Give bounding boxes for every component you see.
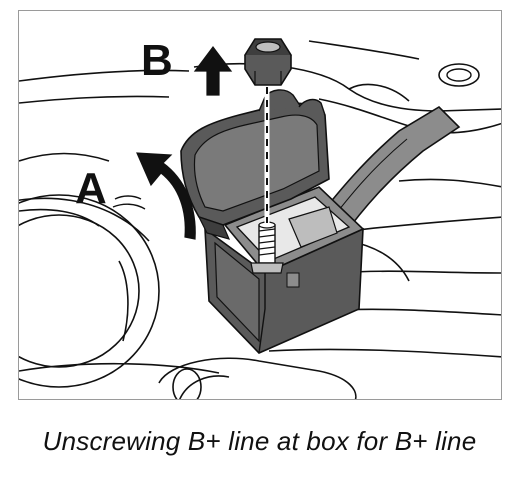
threaded-stud-icon [250,221,284,274]
callout-b-label: B [141,36,173,85]
mounting-hole [438,63,480,87]
figure-frame: B A [18,10,502,400]
callout-a-label: A [75,164,107,213]
up-arrow-icon [193,46,233,96]
hex-nut-icon [244,38,292,86]
motion-lines [112,195,146,210]
figure-caption: Unscrewing B+ line at box for B+ line [42,426,477,456]
technical-illustration [19,38,501,399]
curved-arrow-icon [136,152,196,240]
left-round-component [19,194,160,388]
fuse-box-lid [180,89,330,240]
bottom-pipe [158,357,357,399]
